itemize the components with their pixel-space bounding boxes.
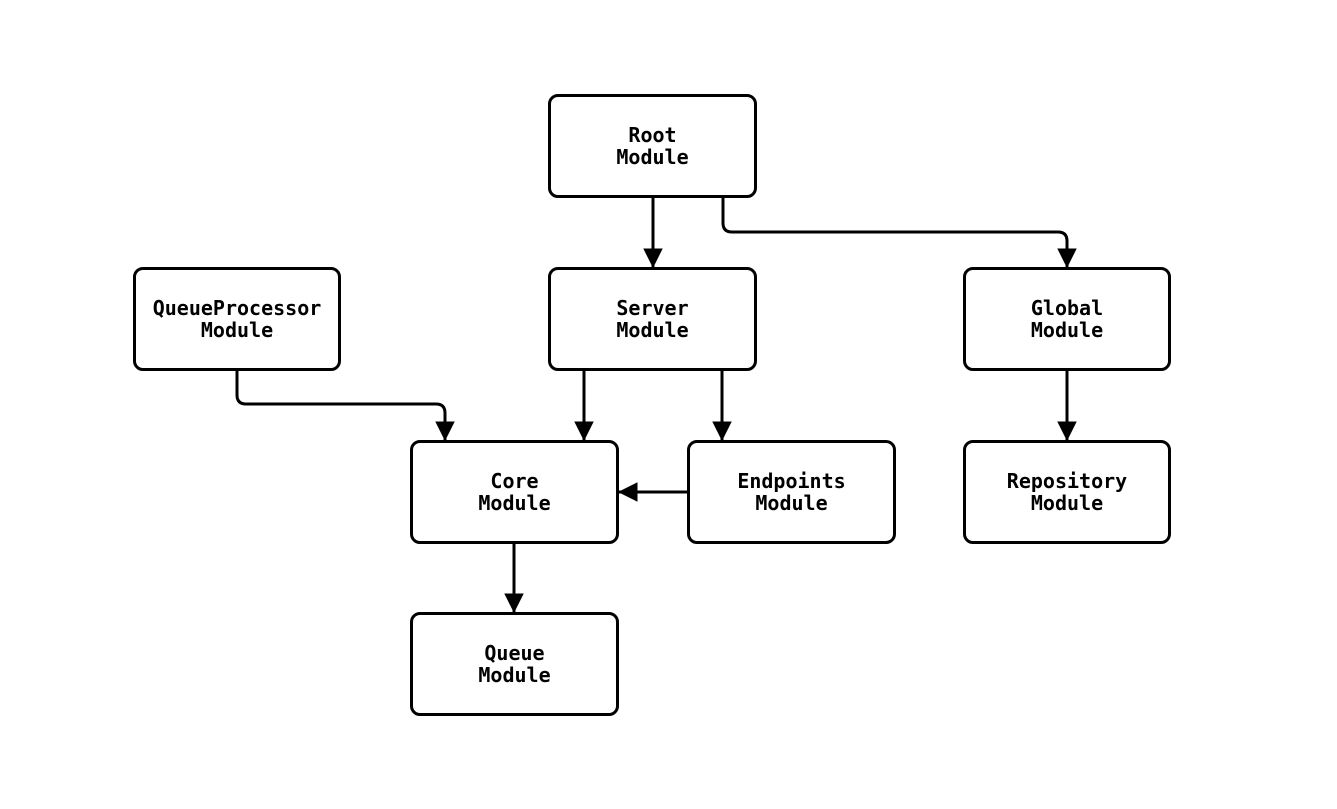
node-global-module: Global Module bbox=[963, 267, 1171, 371]
node-label: Root Module bbox=[616, 123, 689, 169]
node-endpoints-module: Endpoints Module bbox=[687, 440, 896, 544]
node-queue-module: Queue Module bbox=[410, 612, 619, 716]
node-repository-module: Repository Module bbox=[963, 440, 1171, 544]
edge-root-to-global bbox=[721, 197, 1077, 268]
node-label: Core Module bbox=[478, 469, 551, 515]
node-label: Queue Module bbox=[478, 641, 551, 687]
node-label: Repository Module bbox=[1006, 469, 1128, 515]
node-core-module: Core Module bbox=[410, 440, 619, 544]
node-label: Global Module bbox=[1030, 296, 1104, 342]
node-server-module: Server Module bbox=[548, 267, 757, 371]
node-label: QueueProcessor Module bbox=[152, 296, 322, 342]
node-queueprocessor-module: QueueProcessor Module bbox=[133, 267, 341, 371]
node-label: Endpoints Module bbox=[737, 469, 846, 515]
node-label: Server Module bbox=[616, 296, 689, 342]
node-root-module: Root Module bbox=[548, 94, 757, 198]
edge-queueprocessor-to-core bbox=[235, 371, 455, 441]
